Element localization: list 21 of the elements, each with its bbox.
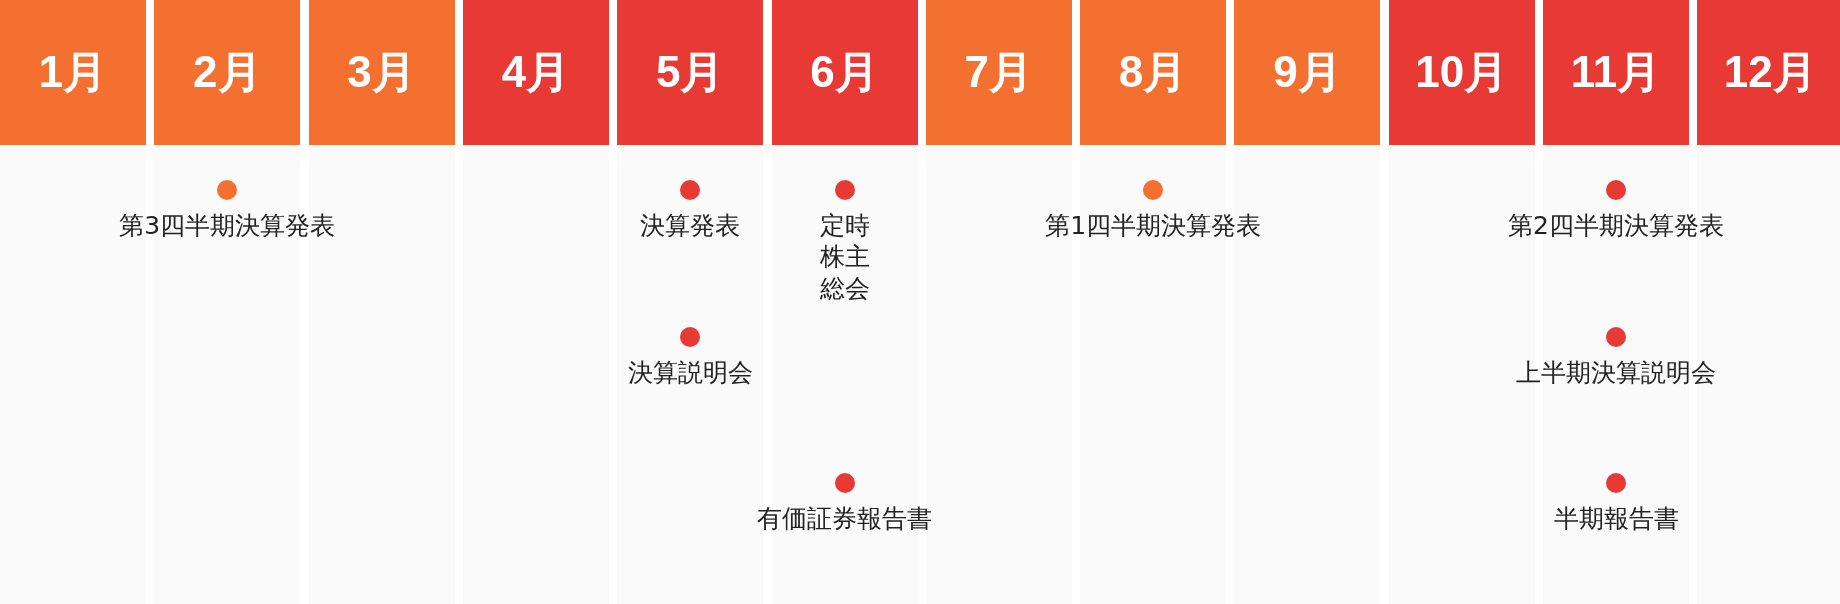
month-header: 10月	[1388, 0, 1535, 145]
month-header: 11月	[1543, 0, 1689, 145]
event-label: 上半期決算説明会	[1516, 357, 1716, 389]
event-label: 決算発表	[640, 210, 741, 242]
event-label: 第1四半期決算発表	[1045, 210, 1262, 242]
event-label: 有価証券報告書	[757, 503, 932, 535]
event-label: 第3四半期決算発表	[119, 210, 336, 242]
month-header: 1月	[0, 0, 146, 145]
month-header: 3月	[308, 0, 455, 145]
event-label: 決算説明会	[627, 357, 753, 389]
event-label: 定時株主総会	[818, 210, 871, 304]
month-header: 2月	[154, 0, 301, 145]
month-header: 4月	[462, 0, 609, 145]
month-header: 7月	[925, 0, 1072, 145]
month-header: 9月	[1234, 0, 1381, 145]
month-header: 6月	[771, 0, 918, 145]
event-label: 第2四半期決算発表	[1508, 210, 1724, 242]
month-header: 5月	[617, 0, 764, 145]
month-header: 8月	[1080, 0, 1227, 145]
event-label: 半期報告書	[1553, 503, 1679, 535]
month-header: 12月	[1697, 0, 1840, 145]
